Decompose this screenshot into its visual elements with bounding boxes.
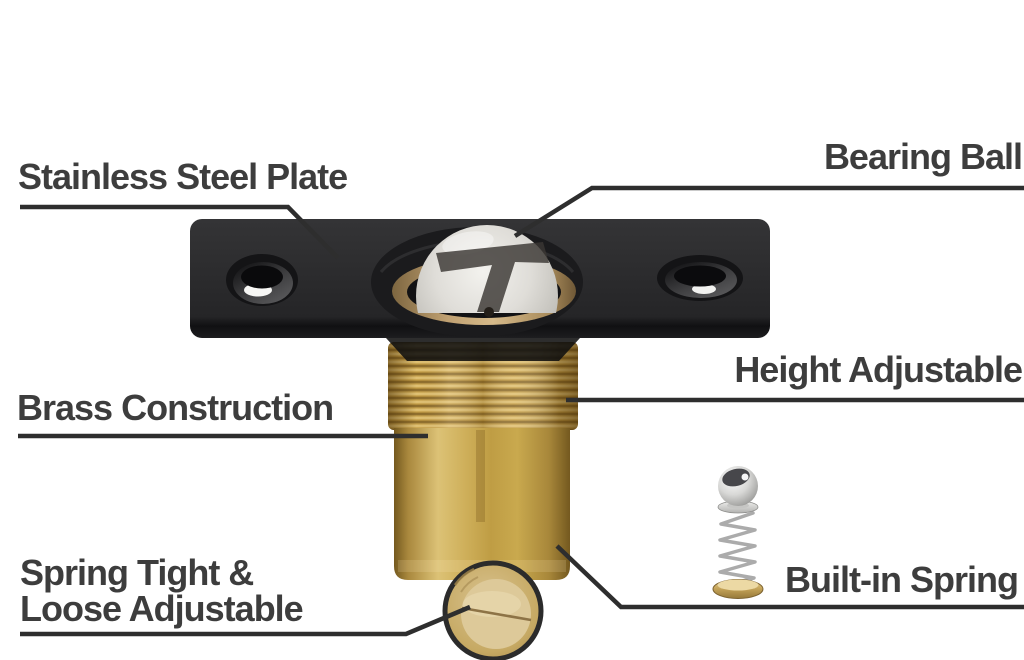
label-brass-construction: Brass Construction bbox=[17, 387, 334, 428]
leader-spring-adjustable bbox=[20, 604, 471, 637]
leader-lines bbox=[18, 185, 1024, 637]
screw-slot bbox=[461, 606, 532, 622]
spring-assembly bbox=[712, 466, 764, 599]
label-spring-adjustable: Spring Tight & Loose Adjustable bbox=[20, 552, 304, 629]
barrel-bottom-view bbox=[442, 560, 544, 660]
leader-built-in-spring bbox=[555, 544, 1024, 610]
plate-underside-shadow bbox=[386, 338, 580, 361]
label-bearing-ball: Bearing Ball bbox=[823, 136, 1023, 177]
threaded-barrel bbox=[386, 338, 580, 430]
screw-hole-right bbox=[657, 255, 743, 301]
label-spring-adjustable-line1: Spring Tight & bbox=[20, 552, 254, 593]
ball-socket bbox=[371, 225, 583, 337]
leader-stainless-steel-plate bbox=[20, 204, 340, 260]
mounting-plate bbox=[190, 219, 770, 338]
label-built-in-spring: Built-in Spring bbox=[785, 559, 1019, 600]
spring-ball bbox=[718, 466, 758, 506]
label-spring-adjustable-line2: Loose Adjustable bbox=[20, 588, 304, 629]
label-stainless-steel-plate: Stainless Steel Plate bbox=[18, 156, 348, 197]
barrel-body bbox=[394, 428, 570, 580]
spring-coil bbox=[718, 511, 757, 588]
label-height-adjustable: Height Adjustable bbox=[734, 349, 1023, 390]
ball-reflection bbox=[436, 242, 549, 312]
bearing-ball bbox=[416, 225, 558, 313]
leader-bearing-ball bbox=[513, 185, 1024, 238]
screw-hole-left bbox=[226, 254, 298, 306]
